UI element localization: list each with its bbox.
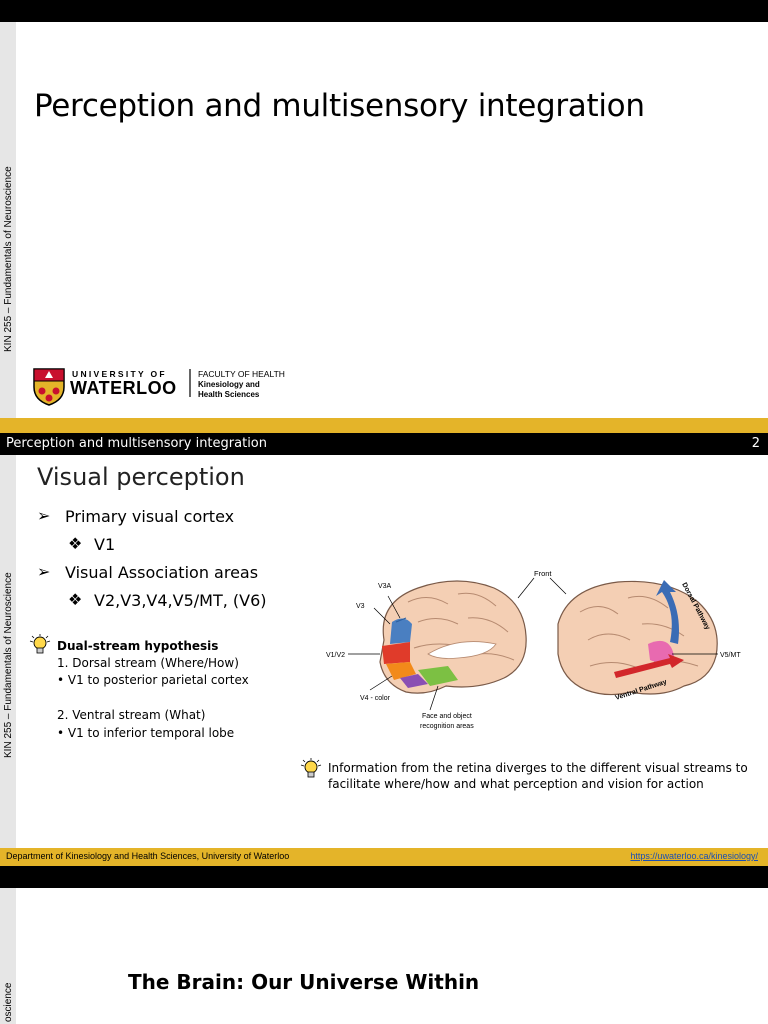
lightbulb-icon (300, 758, 322, 778)
slide1-gold-bar (0, 418, 768, 433)
bullet-visual-association-areas: Visual Association areas (65, 563, 259, 582)
label-v3a: V3A (378, 583, 392, 590)
slide2-header-title: Perception and multisensory integration (6, 436, 267, 451)
lateral-brain-illustration (557, 580, 718, 696)
hypothesis-item-ventral: 2. Ventral stream (What) (57, 708, 206, 722)
slide2-side-label: KIN 255 – Fundamentals of Neuroscience (3, 572, 14, 758)
label-face-line2: recognition areas (420, 723, 474, 730)
footer-department: Department of Kinesiology and Health Sci… (6, 851, 290, 861)
bullet-v2-v6: V2,V3,V4,V5/MT, (V6) (94, 591, 267, 610)
lightbulb-icon (29, 634, 51, 654)
logo-faculty: FACULTY OF HEALTH (198, 369, 285, 379)
label-face-line1: Face and object (422, 713, 472, 720)
logo-dept-line2: Health Sciences (198, 390, 260, 399)
slide1-side-label: KIN 255 – Fundamentals of Neuroscience (3, 166, 14, 352)
bullet-marker: ➢ (37, 562, 51, 581)
note-line1: Information from the retina diverges to … (328, 761, 748, 775)
hypothesis-heading: Dual-stream hypothesis (57, 639, 219, 653)
logo-university-of: UNIVERSITY OF (72, 369, 167, 379)
slide3-side-label: oscience (3, 982, 14, 1022)
slide3-top-black-bar (0, 866, 768, 888)
waterloo-logo: UNIVERSITY OF WATERLOO FACULTY OF HEALTH… (33, 368, 285, 406)
hypothesis-item-ventral-sub: • V1 to inferior temporal lobe (57, 726, 235, 740)
crest-icon (33, 368, 65, 406)
logo-waterloo: WATERLOO (70, 378, 177, 398)
label-v4: V4 - color (360, 695, 391, 702)
label-v3: V3 (356, 603, 365, 610)
medial-brain-illustration (379, 580, 527, 694)
note-line2: facilitate where/how and what perception… (328, 777, 704, 791)
slide2-header: Perception and multisensory integration … (0, 433, 768, 455)
slide3-title: The Brain: Our Universe Within (128, 970, 480, 994)
label-v1v2: V1/V2 (326, 652, 345, 659)
ventral-arrow (614, 654, 684, 678)
bullet-marker: ❖ (68, 590, 83, 609)
label-v5mt: V5/MT (720, 652, 741, 659)
hypothesis-item-dorsal-sub: • V1 to posterior parietal cortex (57, 673, 249, 687)
bullet-v1: V1 (94, 535, 116, 554)
label-front: Front (534, 569, 552, 578)
footer-link[interactable]: https://uwaterloo.ca/kinesiology/ (630, 851, 758, 861)
visual-streams-figure: V3A V3 V1/V2 V4 - color Face and object … (326, 569, 741, 730)
slide1-title: Perception and multisensory integration (34, 88, 645, 124)
slide3-side-strip (0, 888, 16, 1024)
slide2-side-strip (0, 455, 16, 848)
slide2-page-number: 2 (751, 436, 760, 451)
top-black-bar (0, 0, 768, 22)
slide2-footer: Department of Kinesiology and Health Sci… (0, 848, 768, 866)
slide2-title: Visual perception (37, 463, 245, 491)
hypothesis-item-dorsal: 1. Dorsal stream (Where/How) (57, 656, 239, 670)
dorsal-arrow (656, 580, 679, 644)
logo-dept-line1: Kinesiology and (198, 380, 260, 389)
slide1-side-strip (0, 22, 16, 418)
bullet-marker: ❖ (68, 534, 83, 553)
bullet-marker: ➢ (37, 506, 51, 525)
bullet-primary-visual-cortex: Primary visual cortex (65, 507, 235, 526)
